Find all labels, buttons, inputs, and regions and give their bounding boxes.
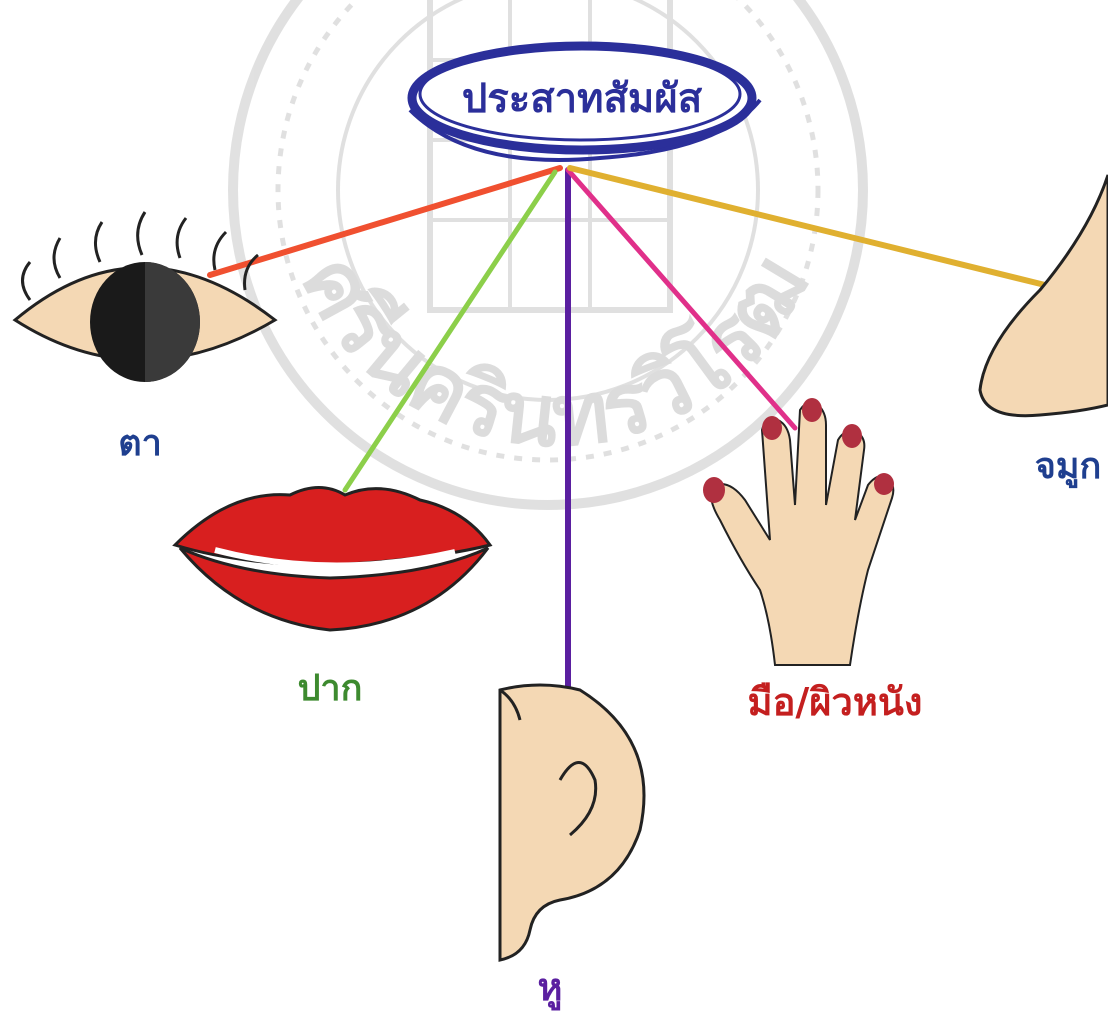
label-nose: จมูก xyxy=(1035,446,1102,489)
hand-icon xyxy=(703,398,894,665)
label-ear: หู xyxy=(537,965,562,1011)
label-hand: มือ/ผิวหนัง xyxy=(748,680,923,724)
center-label: ประสาทสัมผัส xyxy=(462,76,703,122)
label-mouth: ปาก xyxy=(298,668,363,709)
nose-icon xyxy=(980,175,1108,416)
ear-icon xyxy=(500,685,644,960)
label-eye: ตา xyxy=(118,423,162,464)
center-node: ประสาทสัมผัส xyxy=(410,46,760,160)
lips-icon xyxy=(175,488,490,631)
